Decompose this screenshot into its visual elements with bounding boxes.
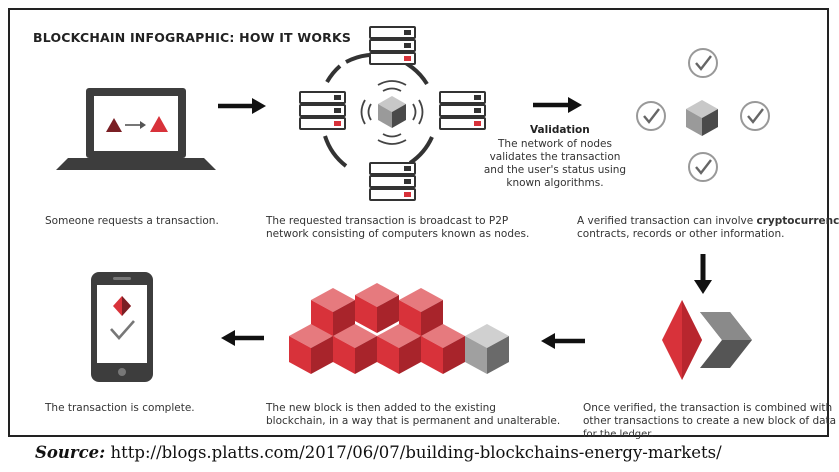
arrow-right-icon — [218, 98, 266, 114]
signal-waves-icon — [360, 80, 424, 145]
step-2-caption-line: The requested transaction is broadcast t… — [266, 215, 509, 227]
validation-text-line: validates the transaction — [489, 151, 621, 163]
block-cube — [333, 324, 377, 374]
source-label: Source: — [35, 443, 106, 462]
step-5-caption-line: The new block is then added to the exist… — [266, 402, 496, 414]
server-icon — [369, 26, 416, 65]
step-4-caption-line: for the ledger. — [583, 429, 654, 440]
step-3-caption-line: contracts, records or other information. — [577, 228, 785, 240]
block-cube — [421, 324, 465, 374]
validation-diagram — [636, 48, 770, 182]
arrow-left-icon — [541, 333, 585, 349]
step-4-caption-line: Once verified, the transaction is combin… — [583, 402, 833, 414]
block-cube — [355, 283, 399, 333]
arrow-right-icon — [533, 97, 582, 113]
step-5-caption-line: blockchain, in a way that is permanent a… — [266, 415, 561, 427]
source-caption: Source: http://blogs.platts.com/2017/06/… — [35, 443, 722, 462]
check-circle-icon — [636, 101, 666, 131]
laptop-icon — [56, 88, 216, 170]
block-cube — [289, 324, 333, 374]
block-cube — [377, 324, 421, 374]
blockchain-cubes — [289, 283, 509, 374]
server-icon — [369, 162, 416, 201]
step-4-caption-line: other transactions to create a new block… — [583, 415, 837, 427]
check-circle-icon — [688, 152, 718, 182]
step-3-bold-term: cryptocurrency — [756, 215, 839, 227]
infographic-title: BLOCKCHAIN INFOGRAPHIC: HOW IT WORKS — [33, 30, 352, 45]
validation-text-line: and the user's status using — [483, 164, 627, 176]
source-url[interactable]: http://blogs.platts.com/2017/06/07/build… — [105, 443, 722, 462]
step-3-text: A verified transaction can involve — [577, 215, 757, 227]
phone-icon — [91, 272, 153, 382]
step-3-caption-line: A verified transaction can involve crypt… — [577, 215, 839, 228]
node-network-diagram — [299, 26, 486, 201]
cube-icon — [378, 96, 406, 128]
arrow-left-icon — [221, 330, 264, 346]
step-2-caption-line: network consisting of computers known as… — [266, 228, 530, 240]
arrow-down-icon — [694, 254, 712, 294]
combined-block-icon — [662, 300, 752, 380]
server-icon — [299, 91, 346, 130]
cube-icon — [686, 100, 718, 136]
check-circle-icon — [688, 48, 718, 78]
check-circle-icon — [740, 101, 770, 131]
step-6-caption: The transaction is complete. — [45, 402, 195, 414]
validation-text-line: known algorithms. — [506, 177, 604, 189]
server-icon — [439, 91, 486, 130]
validation-heading: Validation — [530, 124, 590, 136]
step-1-caption: Someone requests a transaction. — [45, 215, 219, 227]
validation-text-line: The network of nodes — [498, 138, 612, 150]
new-block-cube — [465, 324, 509, 374]
